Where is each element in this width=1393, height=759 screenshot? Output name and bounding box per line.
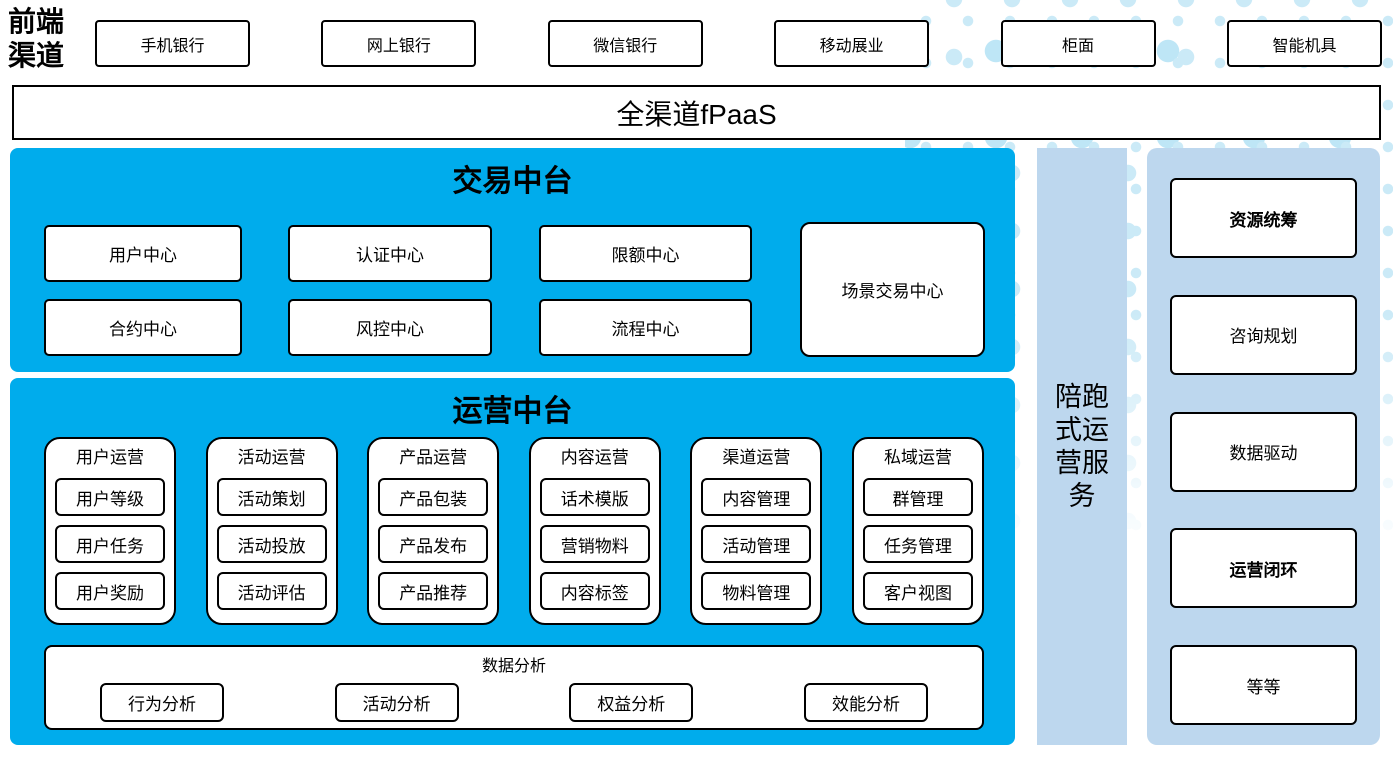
channel-box-counter: 柜面 xyxy=(1000,20,1156,67)
fpaas-bar: 全渠道fPaaS xyxy=(12,85,1381,140)
mini-box: 用户等级 xyxy=(55,478,165,516)
mini-box: 物料管理 xyxy=(701,572,812,610)
companion-service-bar: 陪跑式运营服务 xyxy=(1037,148,1127,745)
mini-box: 用户奖励 xyxy=(55,572,165,610)
column-title: 内容运营 xyxy=(560,448,629,467)
channel-box-smart-devices: 智能机具 xyxy=(1226,20,1382,67)
service-items-panel: 资源统筹 咨询规划 数据驱动 运营闭环 等等 xyxy=(1147,148,1380,745)
mini-box: 任务管理 xyxy=(862,525,973,563)
channel-box-mobile-banking: 手机银行 xyxy=(95,20,250,67)
box-resource-planning: 资源统筹 xyxy=(1170,178,1357,258)
channel-box-online-banking: 网上银行 xyxy=(321,20,477,67)
box-behavior-analysis: 行为分析 xyxy=(100,683,224,722)
box-auth-center: 认证中心 xyxy=(288,225,492,282)
data-analysis-panel: 数据分析 行为分析 活动分析 权益分析 效能分析 xyxy=(44,645,984,730)
box-process-center: 流程中心 xyxy=(539,299,752,356)
box-efficiency-analysis: 效能分析 xyxy=(803,683,928,722)
column-title: 私域运营 xyxy=(883,448,952,467)
mini-box: 客户视图 xyxy=(862,572,973,610)
ops-platform-section: 运营中台 用户运营 用户等级 用户任务 用户奖励 活动运营 活动策划 活动投放 … xyxy=(10,378,1015,745)
box-consulting-planning: 咨询规划 xyxy=(1170,294,1357,375)
mini-box: 产品包装 xyxy=(378,478,489,516)
mini-box: 活动投放 xyxy=(216,525,327,563)
ops-column-private-domain: 私域运营 群管理 任务管理 客户视图 xyxy=(851,437,984,625)
ops-column-product: 产品运营 产品包装 产品发布 产品推荐 xyxy=(367,437,500,625)
box-contract-center: 合约中心 xyxy=(44,299,242,356)
mini-box: 活动策划 xyxy=(216,478,327,516)
mini-box: 产品发布 xyxy=(378,525,489,563)
companion-service-label: 陪跑式运营服务 xyxy=(1055,381,1109,511)
channel-box-mobile-marketing: 移动展业 xyxy=(774,20,930,67)
box-ops-closed-loop: 运营闭环 xyxy=(1170,528,1357,609)
channel-box-wechat-banking: 微信银行 xyxy=(547,20,703,67)
mini-box: 用户任务 xyxy=(55,525,165,563)
box-risk-center: 风控中心 xyxy=(288,299,492,356)
front-channels-label: 前端渠道 xyxy=(8,7,65,72)
ops-columns: 用户运营 用户等级 用户任务 用户奖励 活动运营 活动策划 活动投放 活动评估 … xyxy=(44,437,984,625)
box-limit-center: 限额中心 xyxy=(539,225,752,282)
ops-column-activity: 活动运营 活动策划 活动投放 活动评估 xyxy=(205,437,338,625)
mini-box: 群管理 xyxy=(862,478,973,516)
data-analysis-row: 行为分析 活动分析 权益分析 效能分析 xyxy=(46,683,982,722)
box-data-driven: 数据驱动 xyxy=(1170,411,1357,492)
mini-box: 活动管理 xyxy=(701,525,812,563)
column-title: 用户运营 xyxy=(76,448,144,467)
trade-platform-section: 交易中台 用户中心 认证中心 限额中心 合约中心 风控中心 流程中心 场景交易中… xyxy=(10,148,1015,372)
box-activity-analysis: 活动分析 xyxy=(334,683,459,722)
mini-box: 产品推荐 xyxy=(378,572,489,610)
mini-box: 话术模版 xyxy=(539,478,650,516)
mini-box: 活动评估 xyxy=(216,572,327,610)
trade-platform-title: 交易中台 xyxy=(452,165,573,198)
column-title: 产品运营 xyxy=(399,448,468,467)
ops-platform-title: 运营中台 xyxy=(452,395,573,428)
data-analysis-title: 数据分析 xyxy=(481,658,546,675)
column-title: 渠道运营 xyxy=(722,448,791,467)
box-benefit-analysis: 权益分析 xyxy=(569,683,694,722)
mini-box: 内容管理 xyxy=(701,478,812,516)
column-title: 活动运营 xyxy=(237,448,306,467)
box-scenario-trade-center: 场景交易中心 xyxy=(800,222,985,357)
ops-column-content: 内容运营 话术模版 营销物料 内容标签 xyxy=(528,437,661,625)
box-etc: 等等 xyxy=(1170,645,1357,725)
ops-column-user: 用户运营 用户等级 用户任务 用户奖励 xyxy=(44,437,176,625)
mini-box: 内容标签 xyxy=(539,572,650,610)
ops-column-channel: 渠道运营 内容管理 活动管理 物料管理 xyxy=(690,437,823,625)
box-user-center: 用户中心 xyxy=(44,225,242,282)
front-channel-row: 手机银行 网上银行 微信银行 移动展业 柜面 智能机具 xyxy=(95,20,1382,67)
mini-box: 营销物料 xyxy=(539,525,650,563)
